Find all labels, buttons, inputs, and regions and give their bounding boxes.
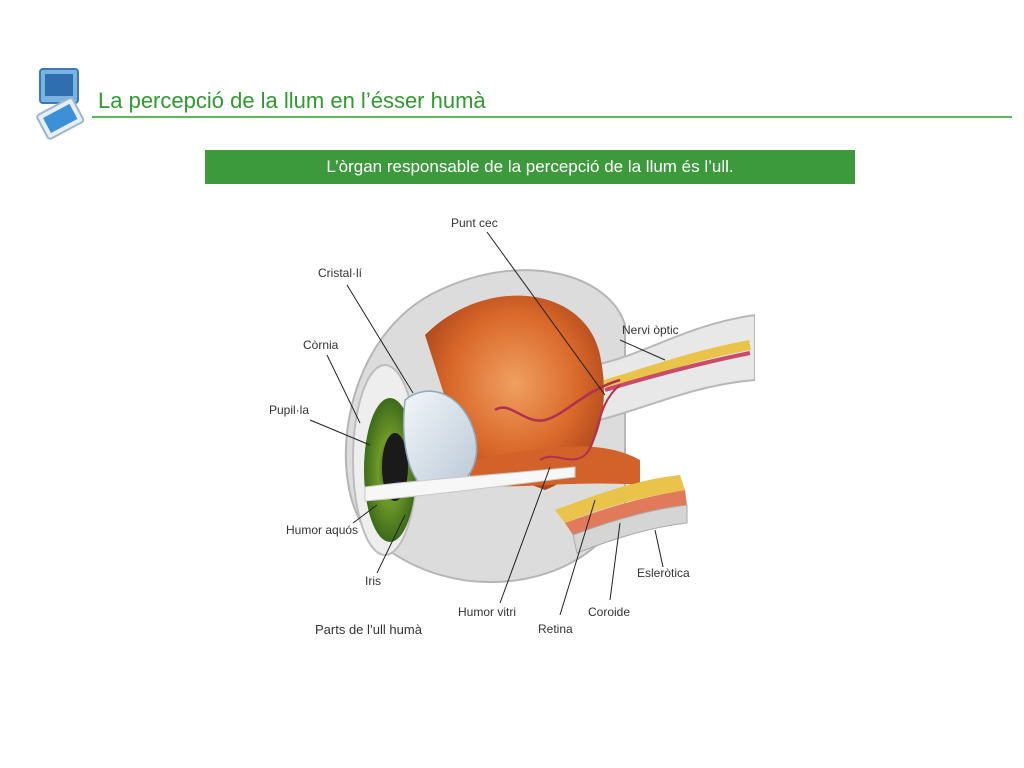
presentation-logo-icon [36, 66, 86, 142]
label-cornia: Còrnia [303, 338, 339, 352]
label-esclerotica: Esleròtica [637, 566, 690, 580]
label-humor-aquos: Humor aquós [286, 523, 358, 537]
label-humor-vitri: Humor vitri [458, 605, 516, 619]
label-iris: Iris [365, 574, 381, 588]
title-divider [92, 116, 1012, 118]
page-title: La percepció de la llum en l’ésser humà [98, 88, 486, 113]
label-nervi-optic: Nervi òptic [622, 323, 679, 337]
intro-banner: L’òrgan responsable de la percepció de l… [205, 150, 855, 184]
diagram-caption: Parts de l’ull humà [315, 622, 423, 637]
label-retina: Retina [538, 622, 573, 636]
label-cristalli: Cristal·lí [318, 266, 363, 280]
label-coroide: Coroide [588, 605, 630, 619]
label-pupilla: Pupil·la [269, 403, 309, 417]
eyeball-illustration [344, 269, 755, 584]
leader-lines [309, 231, 666, 616]
eye-diagram: Punt cec Cristal·lí Còrnia Nervi òptic P… [255, 205, 755, 675]
label-punt-cec: Punt cec [451, 216, 498, 230]
